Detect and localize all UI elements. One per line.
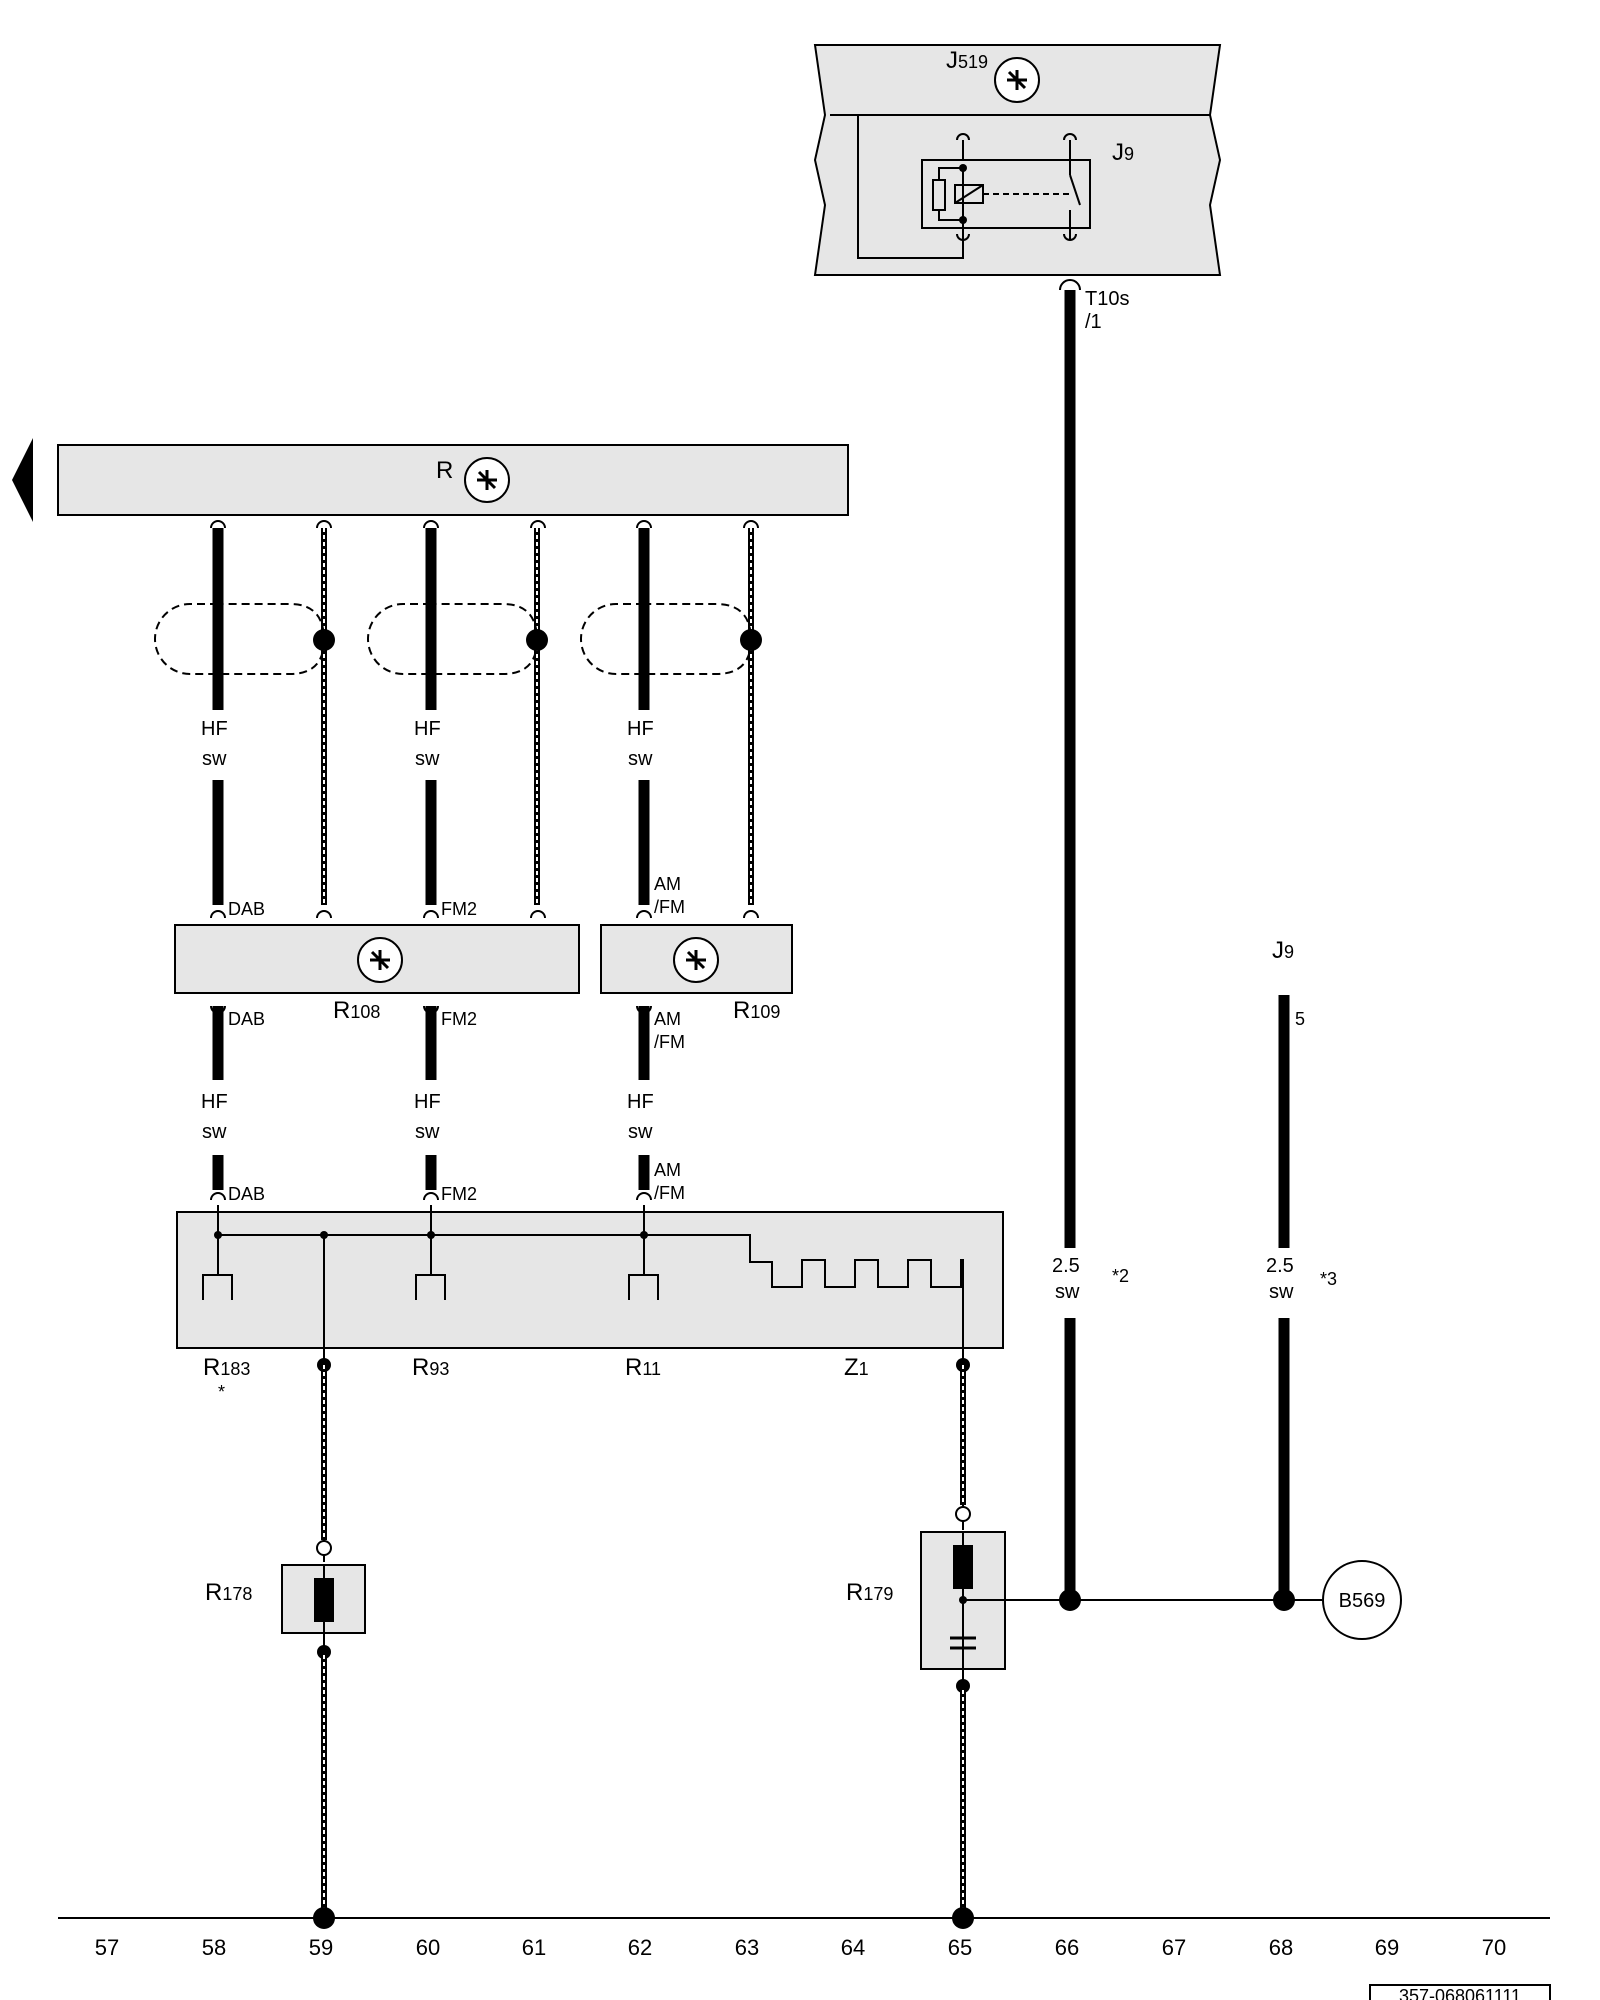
wire-66-color: sw <box>1055 1281 1080 1303</box>
svg-text:/FM: /FM <box>654 897 685 917</box>
r11-label: R11 <box>625 1354 661 1381</box>
wire-68-note: *3 <box>1320 1269 1337 1289</box>
ruler-label: 59 <box>309 1935 333 1960</box>
svg-text:/FM: /FM <box>654 1183 685 1203</box>
svg-text:sw: sw <box>628 748 653 770</box>
svg-text:AM: AM <box>654 1009 681 1029</box>
continue-left-arrow <box>12 438 33 522</box>
j519-star-glyph <box>1007 70 1027 90</box>
r109-label: R109 <box>733 997 780 1024</box>
ruler-label: 58 <box>202 1935 226 1960</box>
b569-connector[interactable]: B569 <box>1322 1560 1402 1640</box>
r109-amplifier[interactable]: R109 <box>600 924 793 1024</box>
svg-text:DAB: DAB <box>228 1184 265 1204</box>
ruler-label: 62 <box>628 1935 652 1960</box>
j519-label: J519 <box>946 47 988 74</box>
ruler-label: 65 <box>948 1935 972 1960</box>
ruler-label: 68 <box>1269 1935 1293 1960</box>
svg-text:AM: AM <box>654 874 681 894</box>
ruler-label: 57 <box>95 1935 119 1960</box>
svg-text:AM: AM <box>654 1160 681 1180</box>
wire-68-color: sw <box>1269 1281 1294 1303</box>
amplifier-output-wires: DAB FM2 AM /FM HF sw HF sw HF sw DAB FM2… <box>201 1005 685 1204</box>
wire-66-size: 2.5 <box>1052 1255 1080 1277</box>
r178-filter[interactable]: R178 <box>205 1564 366 1650</box>
j9-pin-5-label: 5 <box>1295 1009 1305 1029</box>
svg-text:/FM: /FM <box>654 1032 685 1052</box>
b569-label: B569 <box>1339 1590 1386 1612</box>
svg-text:sw: sw <box>415 748 440 770</box>
z1-label: Z1 <box>844 1354 869 1381</box>
svg-text:FM2: FM2 <box>441 1009 477 1029</box>
svg-text:HF: HF <box>627 718 654 740</box>
r179-filter[interactable]: R179 <box>846 1531 1006 1685</box>
svg-text:HF: HF <box>627 1091 654 1113</box>
radio-r-unit[interactable]: R <box>12 438 849 522</box>
svg-text:DAB: DAB <box>228 899 265 919</box>
r178-label: R178 <box>205 1579 252 1606</box>
t10s-connector-symbol <box>1059 279 1081 291</box>
svg-text:FM2: FM2 <box>441 1184 477 1204</box>
antenna-module[interactable]: R183 * R93 R11 Z1 <box>176 1205 1004 1402</box>
r-label: R <box>436 457 453 484</box>
wire-68-size: 2.5 <box>1266 1255 1294 1277</box>
footer-code: 357-068061111 <box>1399 1986 1521 2000</box>
ruler-label: 60 <box>416 1935 440 1960</box>
j9-right-label: J9 <box>1272 937 1294 964</box>
ruler-label: 64 <box>841 1935 865 1960</box>
svg-text:HF: HF <box>414 1091 441 1113</box>
ruler-label: 70 <box>1482 1935 1506 1960</box>
wire-66-note: *2 <box>1112 1266 1129 1286</box>
svg-text:FM2: FM2 <box>441 899 477 919</box>
ruler-label: 61 <box>522 1935 546 1960</box>
j519-module[interactable]: J519 J9 <box>813 44 1222 276</box>
j9-relay[interactable] <box>921 159 1091 229</box>
j9-relay-label: J9 <box>1112 139 1134 166</box>
position-ruler: 57 58 59 60 61 62 63 64 65 66 67 68 69 7… <box>95 1935 1506 1960</box>
svg-text:sw: sw <box>628 1121 653 1143</box>
ruler-label: 66 <box>1055 1935 1079 1960</box>
r108-label: R108 <box>333 997 380 1024</box>
svg-text:HF: HF <box>201 1091 228 1113</box>
svg-text:HF: HF <box>201 718 228 740</box>
r93-label: R93 <box>412 1354 449 1381</box>
r183-note: * <box>218 1382 225 1402</box>
svg-text:HF: HF <box>414 718 441 740</box>
r179-label: R179 <box>846 1579 893 1606</box>
ruler-label: 67 <box>1162 1935 1186 1960</box>
r108-amplifier[interactable]: R108 <box>174 924 580 1024</box>
svg-text:sw: sw <box>202 748 227 770</box>
svg-text:sw: sw <box>415 1121 440 1143</box>
svg-text:sw: sw <box>202 1121 227 1143</box>
t10s-label: T10s <box>1085 288 1129 310</box>
antenna-wire-group: HF sw HF sw HF sw DAB FM2 AM /FM <box>154 520 762 919</box>
svg-text:DAB: DAB <box>228 1009 265 1029</box>
t10s-pin-label: /1 <box>1085 311 1102 333</box>
r183-label: R183 <box>203 1354 250 1381</box>
ruler-label: 69 <box>1375 1935 1399 1960</box>
footer-code-box: 357-068061111 <box>1369 1984 1551 2000</box>
ruler-label: 63 <box>735 1935 759 1960</box>
